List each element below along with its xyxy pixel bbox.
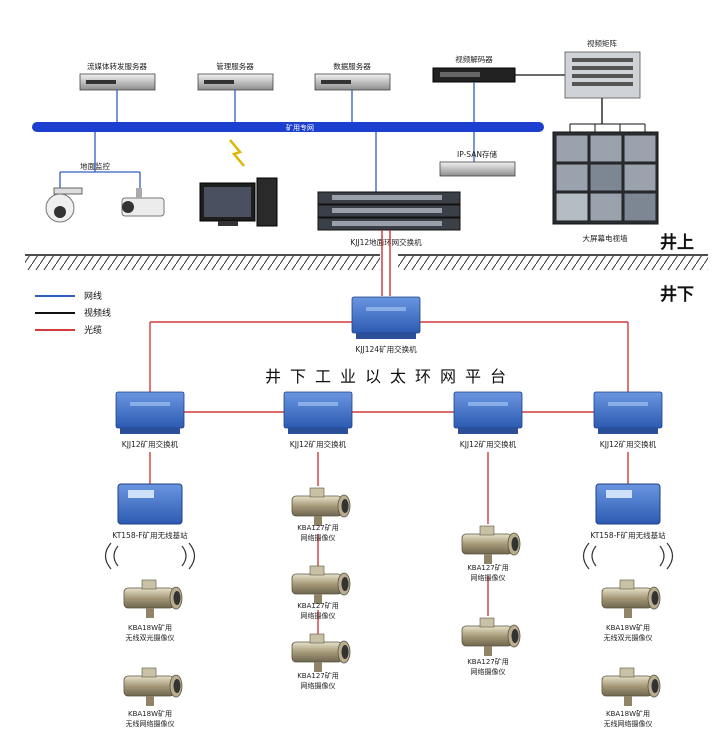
camera-col1-2[interactable]: KBA18W矿用 无线网络摄像仪 (123, 667, 183, 728)
box-camera[interactable] (121, 188, 165, 217)
surface-ring-switch[interactable]: KJJ12地面环网交换机 (317, 191, 461, 247)
platform-title: 井下工业以太环网平台 (265, 367, 515, 386)
surface-servers: 流媒体转发服务器 管理服务器 数据服务器 (79, 61, 391, 122)
above-ground-label: 井上 (660, 232, 694, 253)
video-decoder[interactable]: 视频解码器 (432, 54, 516, 83)
ip-san-storage[interactable]: IP-SAN存储 (439, 149, 516, 177)
video-wall[interactable]: 大屏幕电视墙 (552, 131, 659, 243)
fiber-ring (149, 321, 629, 413)
pc-workstation[interactable] (199, 177, 278, 227)
svg-text:KBA127矿用: KBA127矿用 (467, 563, 509, 572)
data-server[interactable]: 数据服务器 (314, 61, 391, 91)
wireless-base-1[interactable]: KT158-F矿用无线基站 (112, 483, 188, 540)
below-ground-label: 井下 (660, 284, 694, 305)
camera-col4-1[interactable]: KBA18W矿用 无线双光摄像仪 (601, 579, 661, 642)
switch-4[interactable]: KJJ12矿用交换机 (593, 391, 663, 449)
streaming-server[interactable]: 流媒体转发服务器 (79, 61, 156, 91)
camera-col2-1[interactable]: KBA127矿用 网络摄像仪 (291, 487, 351, 542)
ip-san-label: IP-SAN存储 (457, 149, 497, 159)
svg-text:KJJ12矿用交换机: KJJ12矿用交换机 (460, 439, 517, 449)
svg-text:KJJ12矿用交换机: KJJ12矿用交换机 (600, 439, 657, 449)
video-matrix-label: 视频矩阵 (587, 38, 617, 48)
svg-text:无线双光摄像仪: 无线双光摄像仪 (604, 633, 653, 642)
surface-cameras-label: 地面监控 (80, 161, 110, 171)
svg-text:无线双光摄像仪: 无线双光摄像仪 (126, 633, 175, 642)
management-server-label: 管理服务器 (216, 61, 254, 71)
svg-text:KBA127矿用: KBA127矿用 (467, 657, 509, 666)
svg-text:网络摄像仪: 网络摄像仪 (301, 533, 336, 542)
wireless-base-2[interactable]: KT158-F矿用无线基站 (590, 483, 666, 540)
svg-text:KBA127矿用: KBA127矿用 (297, 523, 339, 532)
svg-text:网线: 网线 (84, 290, 102, 302)
svg-text:网络摄像仪: 网络摄像仪 (471, 573, 506, 582)
surface-switch-label: KJJ12地面环网交换机 (350, 237, 422, 247)
svg-text:KT158-F矿用无线基站: KT158-F矿用无线基站 (590, 530, 666, 540)
management-server[interactable]: 管理服务器 (197, 61, 274, 91)
svg-text:网络摄像仪: 网络摄像仪 (301, 681, 336, 690)
camera-col2-3[interactable]: KBA127矿用 网络摄像仪 (291, 633, 351, 690)
camera-col2-2[interactable]: KBA127矿用 网络摄像仪 (291, 565, 351, 620)
svg-text:KBA18W矿用: KBA18W矿用 (606, 623, 650, 632)
switch-2[interactable]: KJJ12矿用交换机 (283, 391, 353, 449)
video-matrix[interactable]: 视频矩阵 (564, 38, 641, 99)
svg-text:网络摄像仪: 网络摄像仪 (301, 611, 336, 620)
svg-text:KJJ12矿用交换机: KJJ12矿用交换机 (122, 439, 179, 449)
legend-item-fiber: 光缆 (35, 324, 102, 336)
svg-text:视频线: 视频线 (84, 307, 111, 319)
svg-text:KBA18W矿用: KBA18W矿用 (128, 709, 172, 718)
svg-text:KBA127矿用: KBA127矿用 (297, 601, 339, 610)
svg-text:无线网络摄像仪: 无线网络摄像仪 (604, 719, 653, 728)
core-switch[interactable]: KJJ124矿用交换机 (351, 296, 421, 354)
video-wall-label: 大屏幕电视墙 (583, 233, 628, 243)
dome-camera[interactable] (45, 187, 83, 223)
ring-network-label: 矿用专网 (286, 123, 314, 132)
svg-text:KJJ12矿用交换机: KJJ12矿用交换机 (290, 439, 347, 449)
svg-text:KBA18W矿用: KBA18W矿用 (128, 623, 172, 632)
svg-text:网络摄像仪: 网络摄像仪 (471, 667, 506, 676)
svg-text:KT158-F矿用无线基站: KT158-F矿用无线基站 (112, 530, 188, 540)
legend: 网线 视频线 光缆 (35, 290, 111, 336)
switch-1[interactable]: KJJ12矿用交换机 (115, 391, 185, 449)
svg-text:光缆: 光缆 (84, 324, 102, 336)
streaming-server-label: 流媒体转发服务器 (87, 61, 147, 71)
core-switch-label: KJJ124矿用交换机 (355, 344, 417, 354)
camera-col3-1[interactable]: KBA127矿用 网络摄像仪 (461, 525, 521, 582)
switch-3[interactable]: KJJ12矿用交换机 (453, 391, 523, 449)
ring-network-bus: 矿用专网 (32, 122, 544, 132)
video-decoder-label: 视频解码器 (455, 54, 493, 64)
legend-item-video: 视频线 (35, 307, 111, 319)
wireless-link-icon (229, 139, 245, 167)
svg-text:KBA18W矿用: KBA18W矿用 (606, 709, 650, 718)
svg-text:KBA127矿用: KBA127矿用 (297, 671, 339, 680)
camera-col4-2[interactable]: KBA18W矿用 无线网络摄像仪 (601, 667, 661, 728)
camera-col1-1[interactable]: KBA18W矿用 无线双光摄像仪 (123, 579, 183, 642)
legend-item-network: 网线 (35, 290, 102, 302)
data-server-label: 数据服务器 (333, 61, 371, 71)
svg-text:无线网络摄像仪: 无线网络摄像仪 (126, 719, 175, 728)
ground-line (25, 254, 708, 270)
wireless-wave-icon (104, 542, 674, 570)
camera-col3-2[interactable]: KBA127矿用 网络摄像仪 (461, 617, 521, 676)
